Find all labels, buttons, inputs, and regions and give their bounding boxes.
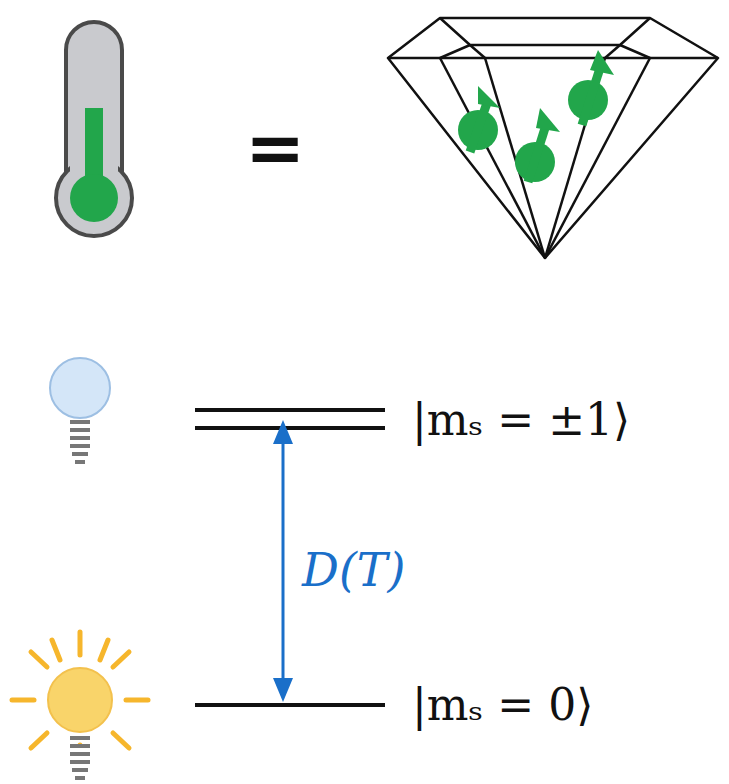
spin bbox=[458, 50, 614, 182]
thermometer-icon bbox=[56, 22, 132, 236]
state-label: |mₛ = 0⟩ bbox=[412, 681, 593, 729]
splitting-label: D(T) bbox=[302, 545, 405, 596]
bulb-off-icon bbox=[50, 358, 110, 464]
state-label: |mₛ = ±1⟩ bbox=[412, 396, 630, 444]
splitting-arrow bbox=[273, 420, 293, 702]
diamond-crystal bbox=[388, 18, 718, 258]
equals-sign: = bbox=[245, 108, 305, 187]
bulb-on-icon bbox=[12, 632, 148, 780]
